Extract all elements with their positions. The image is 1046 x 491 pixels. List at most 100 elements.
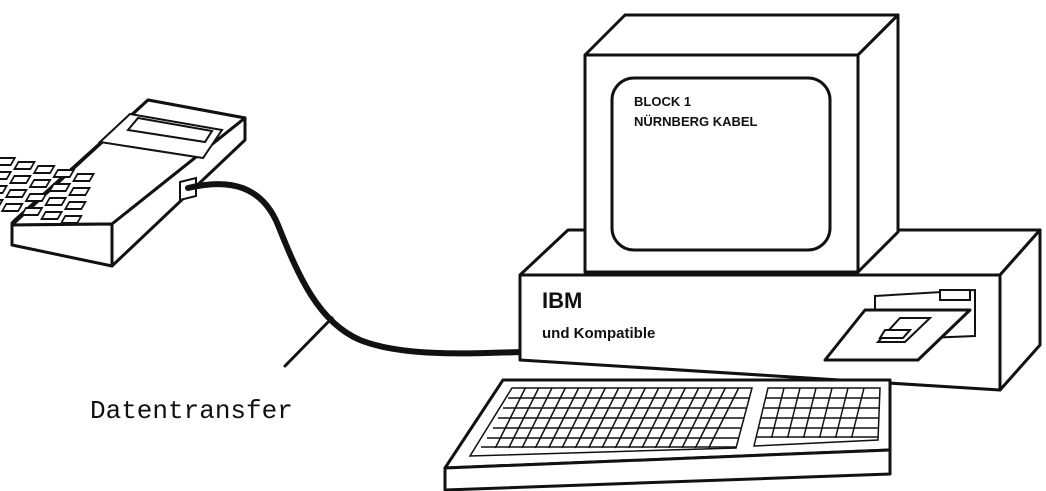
key-divider: [587, 437, 595, 449]
key-divider: [682, 407, 690, 419]
key-divider: [810, 397, 815, 409]
key-divider: [796, 387, 801, 399]
key-divider: [634, 397, 642, 409]
terminal-keypad: [0, 157, 96, 224]
key-divider: [576, 407, 583, 419]
key-divider: [669, 407, 677, 419]
key-divider: [521, 437, 528, 449]
key-divider: [632, 427, 640, 439]
key-divider: [775, 407, 780, 419]
key-divider: [599, 387, 607, 399]
key-divider: [818, 427, 823, 439]
key-divider: [549, 407, 557, 419]
key-divider: [561, 437, 568, 449]
key-divider: [823, 407, 828, 419]
key-divider: [664, 417, 672, 429]
base-side-face: [998, 228, 1042, 392]
key-divider: [666, 387, 673, 399]
key-divider: [704, 417, 712, 429]
key-divider: [789, 417, 794, 429]
key-divider: [586, 387, 593, 399]
key-divider: [621, 397, 628, 409]
screen-line-1: BLOCK 1: [634, 94, 691, 109]
key-divider: [557, 417, 565, 429]
key-divider: [584, 417, 592, 429]
key-divider: [592, 427, 600, 439]
key-divider: [571, 417, 578, 429]
brand-label: IBM: [542, 288, 582, 313]
key-divider: [554, 397, 562, 409]
key-divider: [536, 407, 543, 419]
key-divider: [778, 397, 783, 409]
key-divider: [707, 437, 715, 449]
key-divider: [567, 397, 575, 409]
monitor-top-face: [583, 13, 900, 57]
key-divider: [547, 437, 555, 449]
screen-line-2: NÜRNBERG KABEL: [634, 114, 758, 129]
key-divider: [706, 387, 713, 399]
key-divider: [519, 387, 527, 399]
key-divider: [667, 437, 675, 449]
key-divider: [539, 427, 547, 439]
key-divider: [566, 427, 573, 439]
key-divider: [499, 427, 507, 439]
key-divider: [651, 417, 658, 429]
key-divider: [624, 417, 632, 429]
key-divider: [514, 397, 522, 409]
key-divider: [579, 427, 587, 439]
key-divider: [839, 407, 844, 419]
drive-light: [939, 289, 971, 301]
key-divider: [807, 407, 812, 419]
key-divider: [642, 407, 650, 419]
key-divider: [850, 427, 855, 439]
monitor-screen: [610, 76, 832, 252]
key-divider: [552, 427, 560, 439]
key-divider: [770, 427, 775, 439]
key-divider: [494, 437, 502, 449]
key-divider: [709, 407, 717, 419]
key-divider: [606, 427, 613, 439]
key-divider: [696, 407, 703, 419]
key-divider: [517, 417, 525, 429]
key-divider: [826, 397, 831, 409]
key-divider: [546, 387, 553, 399]
key-divider: [654, 437, 662, 449]
key-divider: [601, 437, 608, 449]
key-divider: [602, 407, 610, 419]
key-divider: [629, 407, 637, 419]
key-divider: [802, 427, 807, 439]
key-divider: [712, 427, 720, 439]
key-divider: [860, 387, 865, 399]
key-divider: [607, 397, 615, 409]
key-divider: [692, 387, 700, 399]
key-divider: [717, 417, 725, 429]
key-divider: [786, 427, 791, 439]
key-divider: [686, 427, 693, 439]
key-divider: [773, 417, 778, 429]
key-divider: [612, 387, 620, 399]
key-divider: [844, 387, 849, 399]
key-divider: [699, 427, 707, 439]
keyboard-main-keys: [468, 387, 753, 457]
key-divider: [858, 397, 863, 409]
key-divider: [828, 387, 833, 399]
key-divider: [532, 387, 540, 399]
brand-subtitle: und Kompatible: [542, 325, 655, 342]
computer-base-unit: IBM und Kompatible: [518, 228, 1042, 392]
key-divider: [627, 437, 635, 449]
terminal-front-face: [10, 222, 114, 268]
key-divider: [805, 417, 810, 429]
key-divider: [652, 387, 660, 399]
key-divider: [821, 417, 826, 429]
cable-label: Datentransfer: [90, 396, 293, 426]
key-divider: [637, 417, 645, 429]
key-divider: [855, 407, 860, 419]
monitor-side-face: [856, 13, 900, 274]
key-divider: [701, 397, 708, 409]
key-divider: [509, 407, 517, 419]
key-divider: [534, 437, 542, 449]
cable-pointer-line: [283, 316, 334, 368]
key-divider: [834, 427, 839, 439]
key-divider: [574, 437, 582, 449]
key-divider: [544, 417, 552, 429]
